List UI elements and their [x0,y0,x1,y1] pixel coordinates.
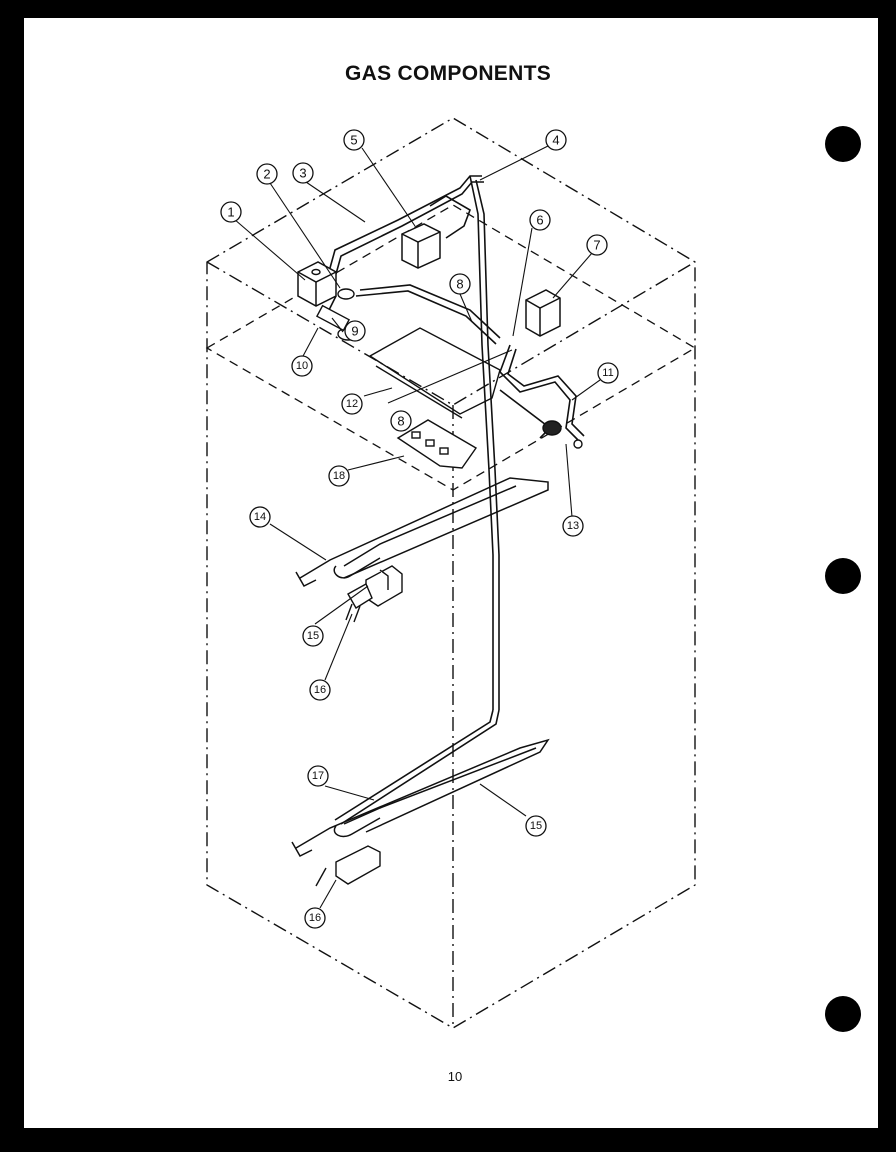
callout-3 [292,162,314,184]
callout-label-15a: 15 [307,630,319,642]
callout-label-14: 14 [254,511,266,523]
callout-label-9: 9 [351,324,358,339]
callout-label-3: 3 [299,166,306,181]
callout-7 [586,234,608,256]
callout-label-18: 18 [333,470,345,482]
page-title: GAS COMPONENTS [344,62,552,85]
igniter-assembly-13 [542,420,583,449]
callout-label-2: 2 [263,167,270,182]
burner-pan-12 [368,327,501,419]
callout-label-16a: 16 [314,684,326,696]
binder-hole-top [825,126,861,162]
callout-8a [449,273,471,295]
callout-13 [562,515,584,537]
callout-label-16b: 16 [309,912,321,924]
callout-9 [344,320,366,342]
callout-11 [597,362,619,384]
callout-label-13: 13 [567,520,579,532]
callout-4 [545,129,567,151]
callout-label-7: 7 [593,238,600,253]
callout-15a [302,625,324,647]
page-number: 10 [447,1069,463,1084]
valve-1 [297,261,337,307]
callout-12 [341,393,363,415]
scan-edge [0,1128,896,1152]
callout-label-11: 11 [602,367,613,379]
callout-2 [256,163,278,185]
parts-sheet [24,18,878,1128]
callout-16a [309,679,331,701]
callout-label-17: 17 [312,770,324,782]
binder-hole-middle [825,558,861,594]
callout-label-6: 6 [536,213,543,228]
callout-label-8a: 8 [456,277,463,292]
callout-label-5: 5 [350,133,357,148]
callout-label-15b: 15 [530,820,542,832]
callout-6 [529,209,551,231]
upper-burner-14 [295,477,549,587]
igniter-16-upper [345,583,373,623]
cabinet-outline [206,117,696,1029]
callout-17 [307,765,329,787]
igniter-15-upper [365,565,403,607]
callout-10 [291,355,313,377]
callout-8b [390,410,412,432]
control-panel-18 [396,419,478,469]
callout-label-12: 12 [346,398,358,410]
callout-label-1: 1 [227,205,234,220]
callout-18 [328,465,350,487]
valve-7 [525,289,561,337]
callout-labels: 1 2 3 4 5 6 7 8 8 9 10 11 12 13 14 15 15… [227,133,613,925]
callout-15b [525,815,547,837]
callout-14 [249,506,271,528]
callout-label-10: 10 [296,360,308,372]
callout-bubbles [220,129,619,929]
igniter-16-lower [315,845,381,887]
valve-5 [401,223,441,269]
lower-burner-17 [291,738,550,857]
gas-tubing [326,175,585,825]
callout-5 [343,129,365,151]
callout-1 [220,201,242,223]
leader-lines [233,145,601,909]
callout-label-8b: 8 [397,414,404,429]
callout-label-4: 4 [552,133,559,148]
callout-16b [304,907,326,929]
binder-hole-bottom [825,996,861,1032]
